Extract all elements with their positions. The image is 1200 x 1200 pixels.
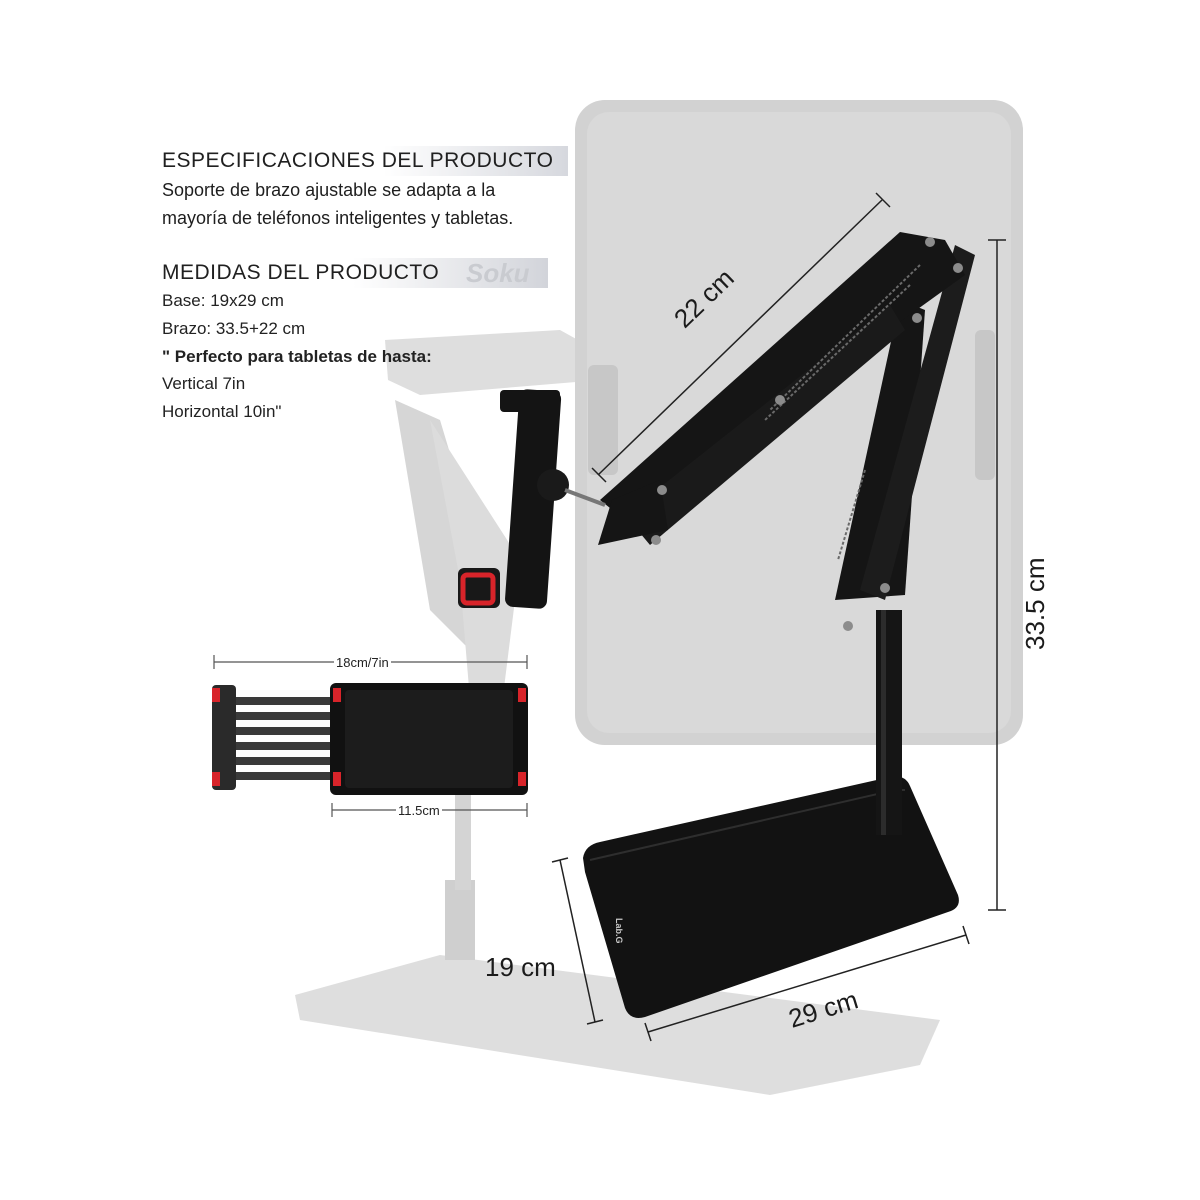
dimension-width: [644, 925, 970, 1042]
arm-screws: [651, 237, 963, 631]
holder-min-label: 11.5cm: [396, 803, 442, 818]
base-depth-label: 19 cm: [485, 952, 556, 982]
holder-detail: [212, 655, 528, 817]
arm-springs: [764, 264, 921, 561]
measures-heading: MEDIDAS DEL PRODUCTO: [158, 258, 548, 288]
dimension-arm: [591, 192, 891, 483]
specs-heading: ESPECIFICACIONES DEL PRODUCTO: [158, 146, 568, 176]
measure-arm: Brazo: 33.5+22 cm: [162, 319, 306, 338]
svg-text:Lab.G: Lab.G: [614, 918, 624, 944]
specs-description-line-2: mayoría de teléfonos inteligentes y tabl…: [162, 208, 514, 228]
ghost-tablet: [575, 100, 1023, 745]
measure-horizontal: Horizontal 10in": [162, 402, 282, 421]
holder-max-label: 18cm/7in: [334, 655, 391, 670]
brand-mark: Lab.G: [614, 918, 624, 944]
specs-description-line-1: Soporte de brazo ajustable se adapta a l…: [162, 180, 496, 200]
height-label: 33.5 cm: [1020, 557, 1050, 651]
measure-perfect-for: " Perfecto para tabletas de hasta:: [162, 347, 432, 366]
soku-watermark: Soku: [466, 258, 530, 288]
measure-base: Base: 19x29 cm: [162, 291, 284, 310]
stand-base: [583, 776, 959, 1018]
phone-holder: [458, 389, 606, 609]
dimension-height: [988, 239, 1006, 911]
dimension-depth: [551, 857, 604, 1025]
measure-vertical: Vertical 7in: [162, 374, 246, 393]
stand-arms: [598, 232, 975, 600]
stand-pole: [876, 610, 902, 835]
